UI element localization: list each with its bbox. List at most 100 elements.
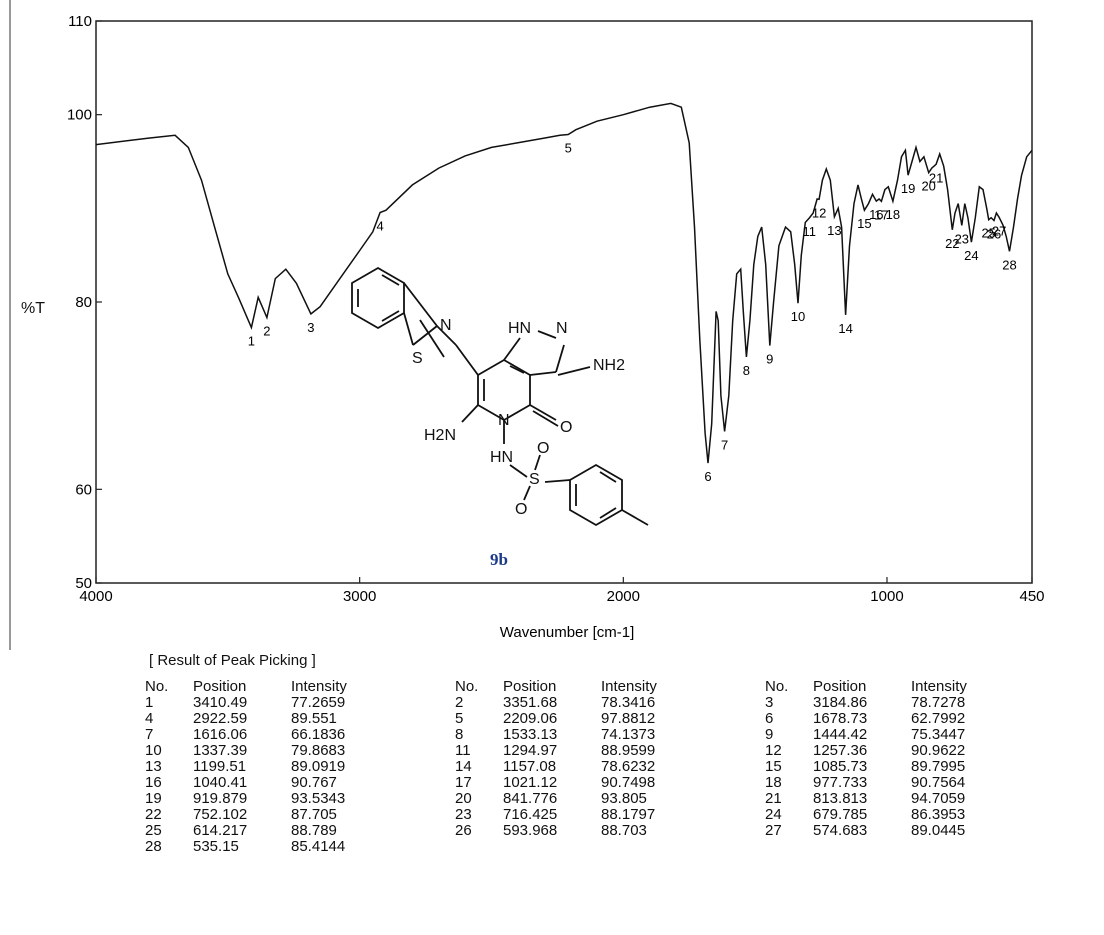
atom-s-sulfonyl: S (529, 471, 540, 488)
peak-label: 8 (743, 363, 750, 378)
peak-position: 1616.06 (193, 726, 248, 743)
peak-position: 1444.42 (813, 726, 868, 743)
peak-position: 2209.06 (503, 710, 558, 727)
sulfonyl-aryl-bond (544, 479, 571, 483)
peak-position: 3351.68 (503, 694, 558, 711)
peak-label: 18 (886, 207, 900, 222)
atom-o-sulfonyl-top: O (537, 440, 549, 457)
atom-s-thiazole: S (412, 350, 423, 367)
peak-label: 28 (1002, 257, 1016, 272)
peak-label: 2 (263, 324, 270, 339)
peak-label: 23 (955, 231, 969, 246)
peak-table-header: No. (765, 678, 789, 695)
peak-no: 8 (455, 726, 464, 743)
peak-label: 3 (307, 320, 314, 335)
peak-position: 2922.59 (193, 710, 248, 727)
peak-position: 679.785 (813, 806, 868, 823)
peak-no: 20 (455, 790, 472, 807)
pyridine-double-bond (509, 365, 525, 374)
peak-intensity: 93.805 (601, 790, 647, 807)
x-axis-label: Wavenumber [cm-1] (500, 624, 634, 641)
peak-no: 16 (145, 774, 162, 791)
peak-table-header: Position (813, 678, 867, 695)
atom-nh2-right: NH2 (593, 357, 625, 374)
plot-frame (95, 20, 1033, 584)
peak-label: 5 (565, 141, 572, 156)
peak-table-header: Intensity (291, 678, 347, 695)
atom-o-sulfonyl-bottom: O (515, 501, 527, 518)
peak-intensity: 89.7995 (911, 758, 966, 775)
thiazole-bond (403, 282, 438, 327)
chemical-structure (351, 266, 649, 527)
peak-label: 11 (802, 224, 816, 239)
peak-label: 26 (987, 227, 1001, 242)
pyrazole-bond (529, 371, 557, 376)
thiazole-bond (419, 319, 445, 358)
y-axis-label: %T (21, 300, 45, 317)
peak-no: 26 (455, 822, 472, 839)
peak-intensity: 87.705 (291, 806, 337, 823)
peak-label: 6 (704, 469, 711, 484)
x-tick-label: 1000 (870, 588, 903, 605)
peak-no: 5 (455, 710, 464, 727)
peak-label: 27 (992, 223, 1006, 238)
peak-no: 25 (145, 822, 162, 839)
peak-intensity: 74.1373 (601, 726, 656, 743)
peak-label: 10 (791, 309, 805, 324)
tolyl-ring (569, 463, 623, 527)
peak-no: 9 (765, 726, 774, 743)
peak-intensity: 93.5343 (291, 790, 346, 807)
y-tick-label: 50 (75, 575, 92, 592)
benzene-double-bond (381, 274, 400, 286)
peak-label: 16 (869, 207, 883, 222)
y-tick-label: 60 (75, 481, 92, 498)
peak-label: 17 (874, 207, 888, 222)
peak-label: 24 (964, 248, 978, 263)
peak-position: 593.968 (503, 822, 558, 839)
spectrum-trace (95, 102, 1033, 464)
peak-position: 919.879 (193, 790, 248, 807)
peak-position: 1257.36 (813, 742, 868, 759)
peak-position: 535.15 (193, 838, 239, 855)
peak-position: 3184.86 (813, 694, 868, 711)
peak-intensity: 90.7564 (911, 774, 966, 791)
tolyl-double-bond (599, 507, 617, 519)
peak-table-title: [ Result of Peak Picking ] (149, 652, 316, 669)
peak-table-header: Intensity (601, 678, 657, 695)
atom-h2n-left: H2N (424, 427, 456, 444)
peak-position: 1337.39 (193, 742, 248, 759)
atom-n-pyrazole: N (556, 320, 568, 337)
amine-bond (461, 404, 479, 423)
peak-no: 24 (765, 806, 782, 823)
peak-position: 1157.08 (503, 758, 557, 775)
peak-label: 20 (921, 179, 935, 194)
peak-label: 14 (838, 321, 852, 336)
peak-no: 4 (145, 710, 154, 727)
y-tick-label: 80 (75, 294, 92, 311)
table-row: 19 919.879 93.5343 (145, 791, 381, 807)
carbonyl-bond (532, 410, 559, 427)
peak-no: 19 (145, 790, 162, 807)
peak-label: 7 (721, 437, 728, 452)
peak-no: 17 (455, 774, 472, 791)
atom-o-carbonyl: O (560, 419, 572, 436)
peak-no: 12 (765, 742, 782, 759)
peak-intensity: 62.7992 (911, 710, 966, 727)
peak-intensity: 90.767 (291, 774, 337, 791)
